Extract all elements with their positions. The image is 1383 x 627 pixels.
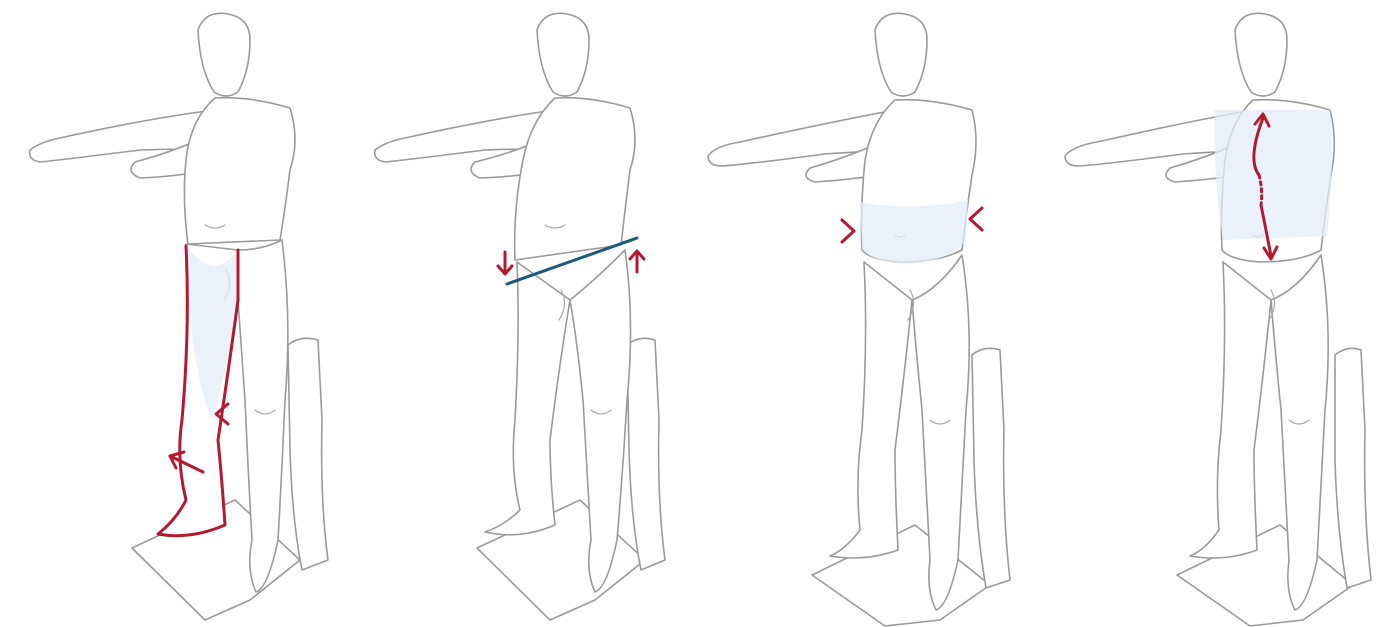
statue-figure-1	[0, 0, 345, 627]
figure-panel-leg	[0, 0, 345, 627]
statue-body	[708, 13, 1010, 626]
figure-panel-waist	[690, 0, 1035, 627]
figure-panel-hip	[345, 0, 690, 627]
chevron-right-icon	[842, 220, 854, 242]
statue-figure-2	[345, 0, 690, 627]
arrow-down-icon	[498, 252, 512, 274]
statue-body	[375, 13, 665, 620]
statue-figure-3	[690, 0, 1035, 627]
statue-figure-4	[1035, 0, 1380, 627]
statue-body	[30, 13, 328, 620]
figure-panel-torso	[1035, 0, 1380, 627]
arrow-up-icon	[630, 251, 644, 272]
statue-body	[1065, 13, 1371, 626]
torso-highlight	[1215, 110, 1332, 240]
chevron-left-icon	[970, 208, 982, 230]
